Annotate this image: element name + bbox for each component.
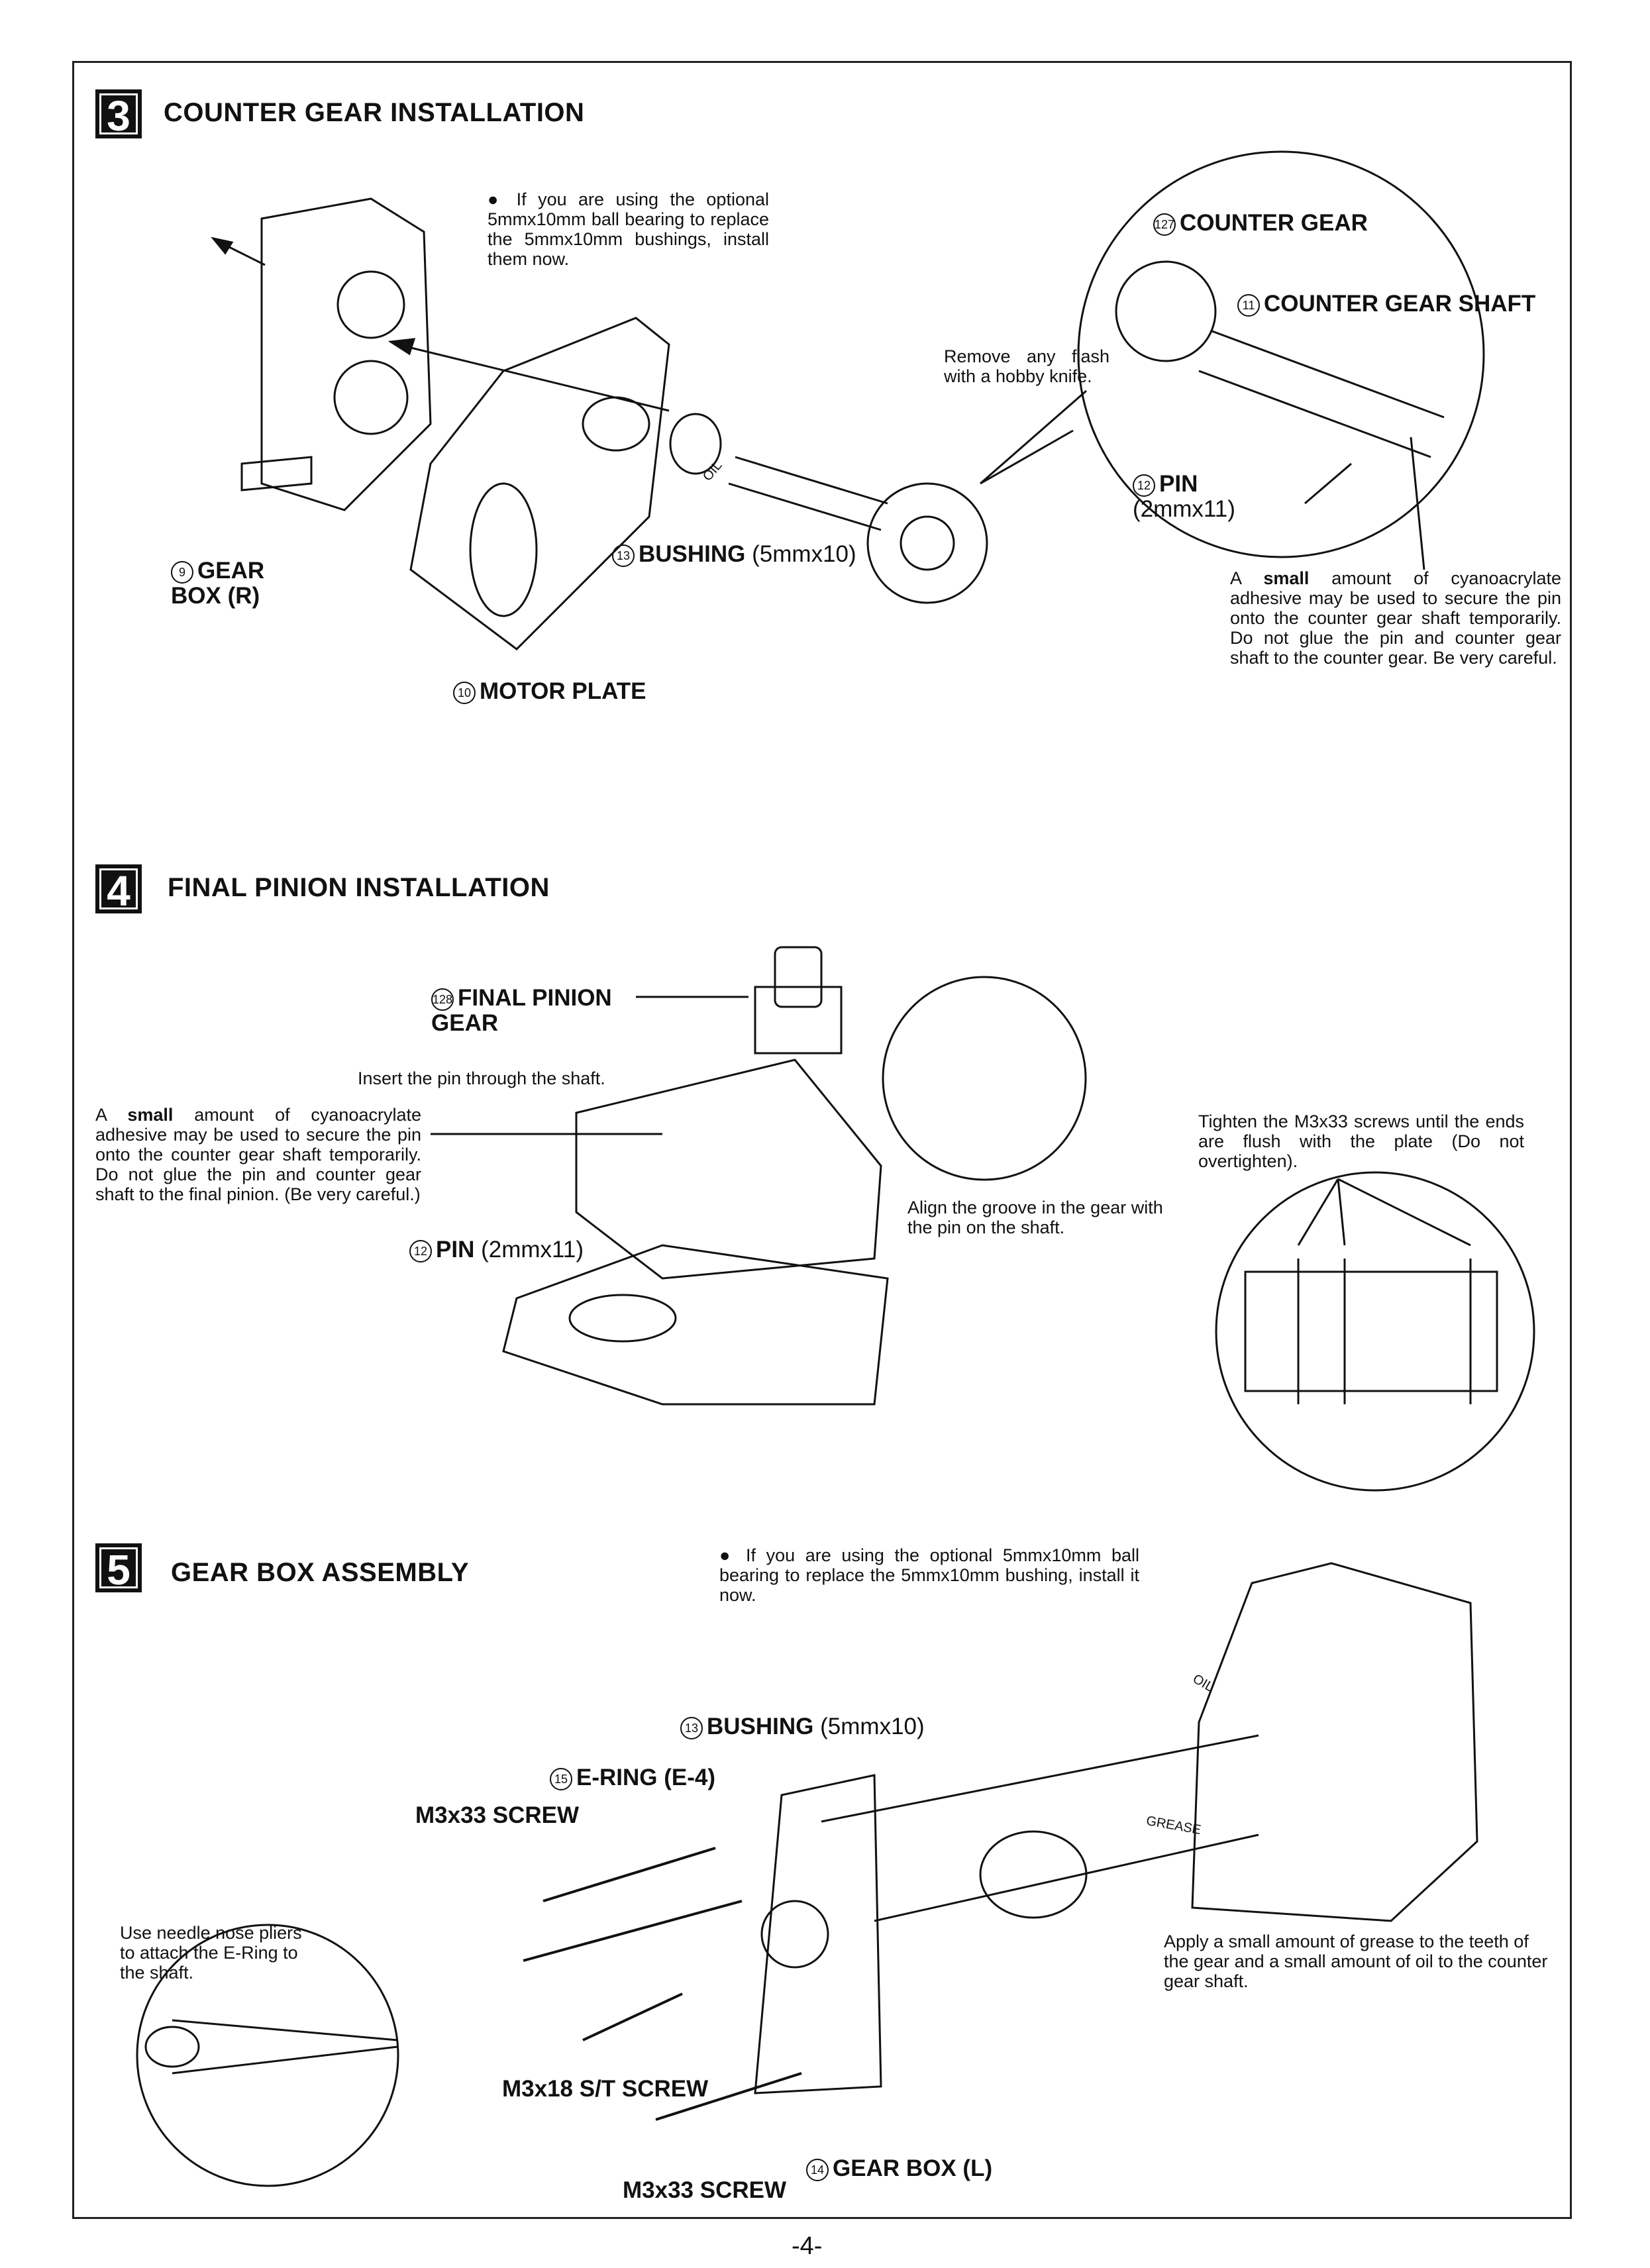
gear-box-r-drawing xyxy=(240,197,432,511)
adhesive-note-3: A small amount of cyanoacrylate adhesive… xyxy=(1230,568,1561,668)
note-bold: small xyxy=(1263,568,1310,588)
pin-drawing xyxy=(1304,462,1352,505)
part-name: E-RING (E-4) xyxy=(576,1765,715,1790)
bearing-note-5: ● If you are using the optional 5mmx10mm… xyxy=(719,1545,1139,1605)
callout-pointer xyxy=(980,389,1087,485)
section-title-3: COUNTER GEAR INSTALLATION xyxy=(164,98,585,127)
part-number: 13 xyxy=(612,544,635,567)
part-name: BUSHING xyxy=(707,1714,814,1739)
part-number: 14 xyxy=(806,2158,829,2181)
arrowhead xyxy=(211,236,234,255)
final-pinion-gear-drawing xyxy=(754,946,843,1055)
part-number: 15 xyxy=(550,1767,572,1790)
note-bold: small xyxy=(127,1105,174,1125)
pliers-note: Use needle nose pliers to attach the E-R… xyxy=(120,1923,302,1983)
pliers-drawing xyxy=(144,2019,398,2075)
part-number: 128 xyxy=(431,988,454,1011)
part-spec: (5mmx10) xyxy=(820,1714,925,1739)
motor-plate-drawing xyxy=(409,317,670,650)
part-name: GEAR BOX (R) xyxy=(171,558,265,609)
step-badge-4: 4 xyxy=(95,864,142,915)
part-name: MOTOR PLATE xyxy=(480,678,646,704)
step-badge-5: 5 xyxy=(95,1543,142,1594)
label-m3x18-screw: M3x18 S/T SCREW xyxy=(502,2076,709,2102)
insert-pin-note: Insert the pin through the shaft. xyxy=(358,1068,605,1088)
arrow-shaft xyxy=(397,343,670,412)
part-number: 11 xyxy=(1237,293,1260,317)
callout-circle-counter-gear xyxy=(1077,150,1485,558)
screws-closeup-drawing xyxy=(1244,1259,1498,1404)
label-m3x33-screw-top: M3x33 SCREW xyxy=(415,1802,580,1828)
part-name: PIN xyxy=(436,1237,475,1263)
label-m3x33-screw-bottom: M3x33 SCREW xyxy=(623,2177,787,2203)
part-spec: (2mmx11) xyxy=(1133,496,1235,522)
callout-circle-pinion xyxy=(882,976,1087,1181)
note-rest: amount of cyanoacrylate adhesive may be … xyxy=(95,1105,421,1204)
callout-circle-pliers xyxy=(136,1924,399,2187)
page-number: -4- xyxy=(792,2232,823,2260)
note-rest: amount of cyanoacrylate adhesive may be … xyxy=(1230,568,1561,668)
grease-note: Apply a small amount of grease to the te… xyxy=(1164,1932,1548,1991)
page-frame xyxy=(72,61,1572,2219)
section-title-5: GEAR BOX ASSEMBLY xyxy=(171,1558,470,1587)
counter-gear-zoom xyxy=(1115,260,1445,458)
counter-gear-drawing xyxy=(866,482,988,604)
part-name: BUSHING xyxy=(639,541,746,567)
adhesive-note-4: A small amount of cyanoacrylate adhesive… xyxy=(95,1105,421,1204)
part-spec: (2mmx11) xyxy=(481,1237,584,1263)
part-name: GEAR BOX (L) xyxy=(833,2155,993,2181)
leader-screws xyxy=(1297,1178,1471,1247)
part-name: COUNTER GEAR xyxy=(1180,210,1368,236)
part-number: 13 xyxy=(680,1716,703,1739)
note-prefix: A xyxy=(95,1105,128,1125)
part-number: 127 xyxy=(1153,213,1176,236)
section-title-4: FINAL PINION INSTALLATION xyxy=(168,873,550,902)
part-name: FINAL PINION GEAR xyxy=(431,985,612,1036)
part-number: 12 xyxy=(1133,474,1155,497)
flash-note: Remove any flash with a hobby knife. xyxy=(944,346,1109,386)
gear-box-assembly-drawing xyxy=(754,1562,1478,2094)
callout-circle-screws xyxy=(1215,1171,1535,1492)
part-name: COUNTER GEAR SHAFT xyxy=(1264,291,1536,317)
screw-drawings xyxy=(523,1847,802,2121)
part-spec: (5mmx10) xyxy=(752,541,856,567)
bearing-note-3: ● If you are using the optional 5mmx10mm… xyxy=(488,189,769,269)
gearbox-motor-plate-drawing xyxy=(502,1058,889,1406)
bearing-note-text: If you are using the optional 5mmx10mm b… xyxy=(488,189,769,269)
part-number: 10 xyxy=(453,681,476,704)
bushing-drawing xyxy=(669,413,722,475)
tighten-note: Tighten the M3x33 screws until the ends … xyxy=(1198,1111,1524,1171)
align-groove-note: Align the groove in the gear with the pi… xyxy=(907,1198,1163,1237)
part-name: PIN xyxy=(1159,471,1198,497)
step-badge-3: 3 xyxy=(95,89,142,140)
part-number: 12 xyxy=(409,1239,432,1263)
part-number: 9 xyxy=(171,560,193,584)
shaft-drawing xyxy=(728,456,888,531)
bearing-note-text: If you are using the optional 5mmx10mm b… xyxy=(719,1545,1139,1605)
note-prefix: A xyxy=(1230,568,1264,588)
